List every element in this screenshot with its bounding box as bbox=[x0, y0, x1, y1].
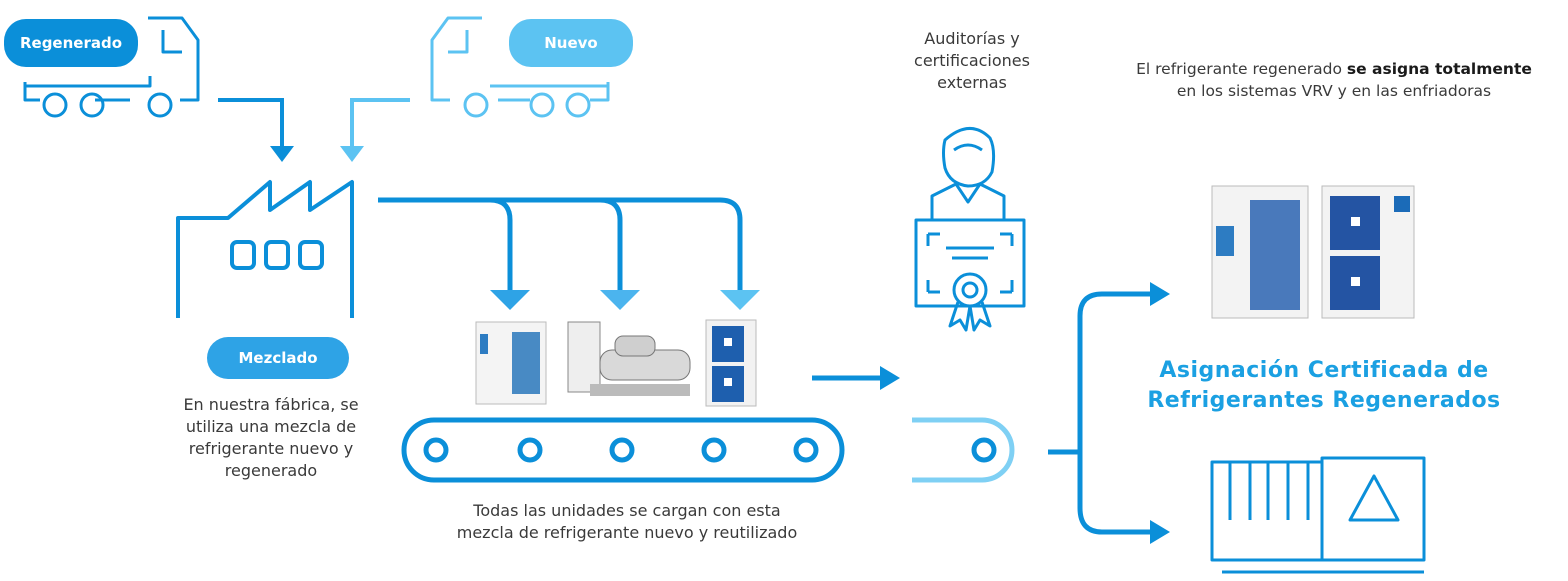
conveyor-note-line-1: Todas las unidades se cargan con esta bbox=[473, 501, 781, 520]
conveyor-note-line-2: mezcla de refrigerante nuevo y reutiliza… bbox=[456, 523, 798, 542]
allocation-line-1: El refrigerante regenerado se asigna tot… bbox=[1104, 58, 1564, 80]
factory-note-line-3: refrigerante nuevo y bbox=[188, 439, 354, 458]
arrow-regenerated-to-factory bbox=[218, 98, 284, 150]
audit-line-2: certificaciones bbox=[914, 51, 1030, 70]
conveyor-note: Todas las unidades se cargan con esta me… bbox=[410, 500, 844, 544]
chiller-building-icon bbox=[1210, 456, 1426, 574]
audit-line-3: externas bbox=[937, 73, 1007, 92]
outdoor-unit-icon bbox=[705, 319, 757, 407]
new-pill: Nuevo bbox=[509, 19, 633, 67]
arrow-new-to-factory bbox=[350, 98, 410, 150]
distribution-pipe bbox=[378, 197, 743, 290]
truck-regenerated-icon bbox=[23, 16, 200, 118]
certified-allocation-title: Asignación Certificada de Refrigerantes … bbox=[1134, 356, 1514, 416]
mixed-pill: Mezclado bbox=[207, 337, 349, 379]
conveyor-end-icon bbox=[912, 417, 1015, 483]
chiller-icon bbox=[567, 321, 691, 396]
title-line-1: Asignación Certificada de bbox=[1159, 358, 1489, 383]
conveyor-icon bbox=[401, 417, 845, 483]
factory-note-line-4: regenerado bbox=[224, 461, 318, 480]
audit-line-1: Auditorías y bbox=[924, 29, 1020, 48]
title-line-2: Refrigerantes Regenerados bbox=[1147, 388, 1501, 413]
allocation-line-2: en los sistemas VRV y en las enfriadoras bbox=[1176, 82, 1492, 100]
regenerated-pill: Regenerado bbox=[4, 19, 138, 67]
allocation-pre: El refrigerante regenerado bbox=[1136, 60, 1347, 78]
vrv-systems-icon bbox=[1211, 185, 1415, 319]
allocation-note: El refrigerante regenerado se asigna tot… bbox=[1104, 58, 1564, 102]
factory-note-line-2: utiliza una mezcla de bbox=[185, 417, 357, 436]
audit-label: Auditorías y certificaciones externas bbox=[892, 28, 1052, 94]
allocation-branch bbox=[1048, 291, 1150, 535]
factory-note-line-1: En nuestra fábrica, se bbox=[183, 395, 359, 414]
truck-new-icon bbox=[430, 16, 610, 118]
vrv-unit-icon bbox=[475, 321, 547, 405]
factory-icon bbox=[176, 180, 354, 318]
allocation-strong: se asigna totalmente bbox=[1346, 60, 1532, 78]
auditor-certificate-icon bbox=[914, 127, 1026, 332]
factory-note: En nuestra fábrica, se utiliza una mezcl… bbox=[158, 394, 384, 482]
